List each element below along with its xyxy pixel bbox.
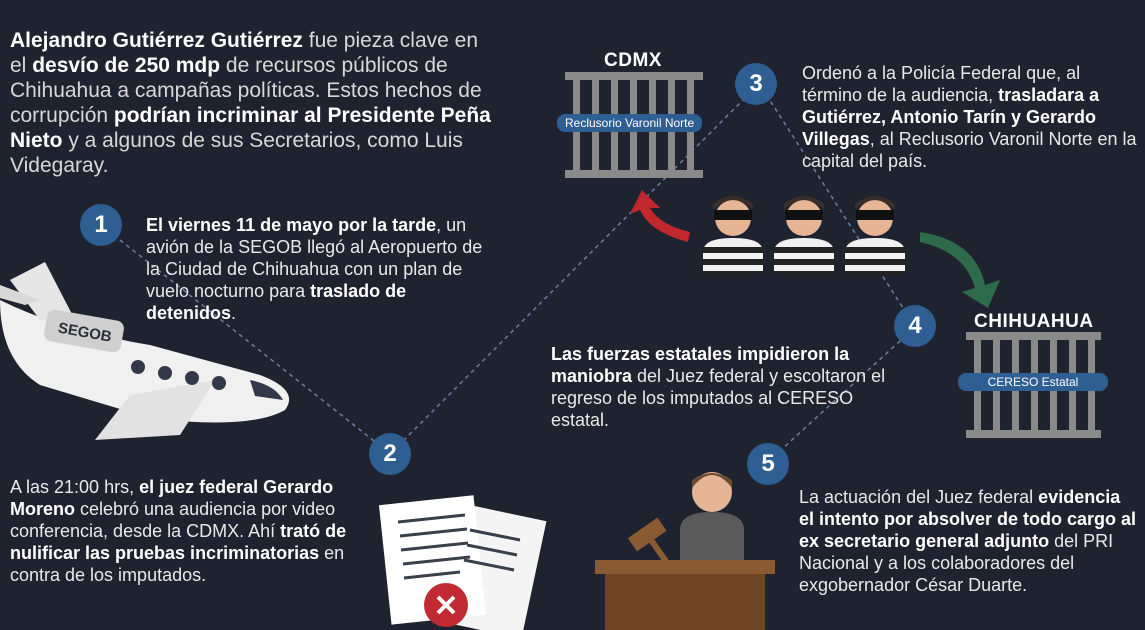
green-arrow-icon [920, 232, 1000, 308]
route-lines [119, 87, 913, 461]
step-2-text: A las 21:00 hrs, el juez federal Gerardo… [10, 477, 347, 585]
documents-icon [378, 495, 547, 630]
step-3-text: Ordenó a la Policía Federal que, al térm… [802, 63, 1137, 171]
step-3-badge: 3 [735, 63, 777, 105]
step-4-text: Las fuerzas estatales impidieron la mani… [551, 344, 886, 430]
intro-paragraph: Alejandro Gutiérrez Gutiérrez fue pieza … [10, 29, 491, 177]
cdmx-city-label: CDMX [604, 50, 662, 71]
airplane-icon [0, 262, 290, 440]
step-1-badge: 1 [80, 204, 122, 246]
step-1-text: El viernes 11 de mayo por la tarde, un a… [146, 215, 483, 323]
judge-icon [595, 472, 775, 630]
step-2-badge: 2 [369, 433, 411, 475]
chihuahua-city-label: CHIHUAHUA [974, 311, 1094, 332]
red-arrow-icon [630, 190, 690, 242]
chihuahua-jail-label: CERESO Estatal [958, 373, 1108, 391]
step-4-badge: 4 [894, 305, 936, 347]
prisoners-icon [703, 196, 905, 275]
step-5-badge: 5 [747, 443, 789, 485]
step-5-text: La actuación del Juez federal evidencia … [799, 487, 1137, 595]
cdmx-jail-label: Reclusorio Varonil Norte [557, 114, 703, 132]
